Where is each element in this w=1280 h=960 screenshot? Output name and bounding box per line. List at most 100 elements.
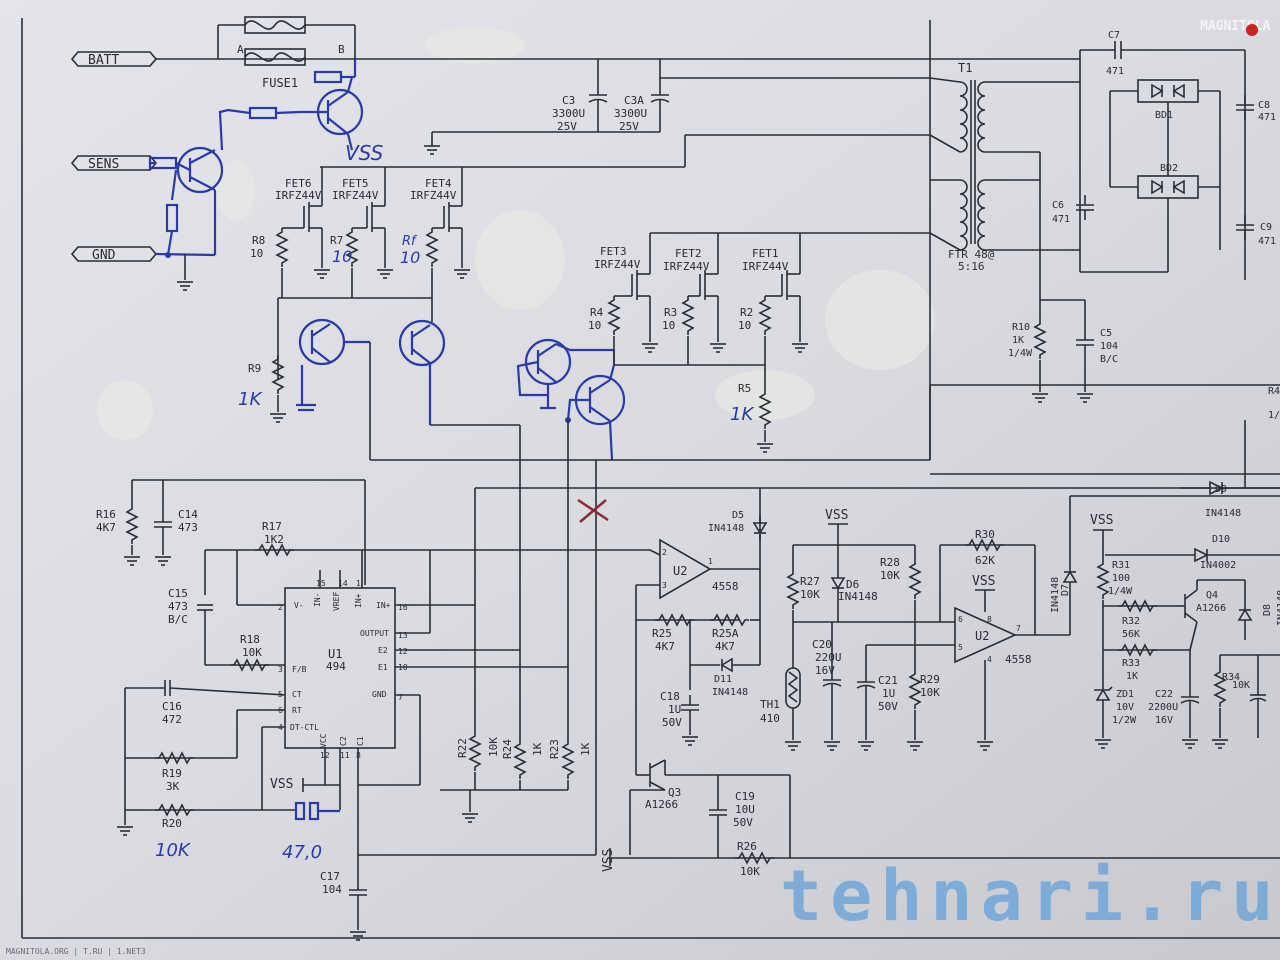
svg-text:C18: C18	[660, 690, 680, 703]
svg-text:RT: RT	[292, 706, 302, 715]
svg-text:C7: C7	[1108, 30, 1120, 41]
cap-c3a: C3A 3300U 25V	[614, 59, 670, 133]
fuse-name: FUSE1	[262, 76, 298, 90]
svg-text:A1266: A1266	[1196, 603, 1226, 614]
cap-c15: C15 473 B/C	[168, 587, 213, 665]
svg-text:13: 13	[398, 631, 408, 640]
resistor-r22: R22 10K	[456, 605, 500, 772]
resistor-r3: R3 10	[662, 295, 694, 365]
cap-c3: C3 3300U 25V	[552, 59, 608, 133]
svg-text:R8: R8	[252, 234, 265, 247]
svg-text:IN4148: IN4148	[712, 687, 748, 698]
svg-text:BD1: BD1	[1155, 110, 1173, 121]
resistor-r26: R26 10K	[734, 840, 775, 878]
svg-text:IN4148: IN4148	[1205, 508, 1241, 519]
svg-text:16V: 16V	[1155, 715, 1173, 726]
edge-label-r: R4	[1268, 386, 1280, 397]
cap-c9: C9 471	[1235, 214, 1276, 247]
transistor-q3: Q3 A1266	[630, 759, 790, 811]
resistor-r10: R10 1K 1/4W	[1008, 319, 1049, 403]
resistor-r25: R25 4K7	[652, 614, 695, 653]
svg-text:50V: 50V	[878, 700, 898, 713]
svg-text:IRFZ44V: IRFZ44V	[663, 260, 710, 273]
resistor-r19: R19 3K	[154, 752, 195, 793]
resistor-r32: R32 56K	[1117, 600, 1158, 640]
cap-c18: C18 1U 50V	[660, 690, 700, 746]
svg-text:4K7: 4K7	[96, 521, 116, 534]
svg-text:1K: 1K	[579, 742, 592, 756]
svg-text:104: 104	[1100, 341, 1118, 352]
svg-text:R29: R29	[920, 673, 940, 686]
svg-text:473: 473	[168, 600, 188, 613]
svg-text:50V: 50V	[662, 716, 682, 729]
svg-text:C2: C2	[339, 736, 348, 746]
svg-text:50V: 50V	[733, 816, 753, 829]
svg-text:1U: 1U	[668, 703, 681, 716]
svg-text:R34: R34	[1222, 672, 1240, 683]
svg-text:VREF: VREF	[332, 592, 341, 611]
svg-text:OUTPUT: OUTPUT	[360, 629, 389, 638]
driver-transistor-1	[296, 318, 370, 412]
svg-text:SENS: SENS	[88, 157, 119, 172]
resistor-r34: R34 10K	[1211, 655, 1250, 749]
svg-text:E1: E1	[378, 663, 388, 672]
svg-text:R32: R32	[1122, 616, 1140, 627]
thermistor-th1: TH1 410	[760, 622, 802, 751]
opamp-u2b: U2 4558 6 5 7 8 4	[954, 606, 1032, 666]
port-sens: SENS	[70, 155, 158, 172]
resistor-r9: R9 1K	[238, 354, 287, 423]
svg-text:1/2W: 1/2W	[1112, 715, 1137, 726]
cap-c20: C20 220U 16V	[812, 622, 842, 751]
svg-text:10K: 10K	[880, 569, 900, 582]
svg-text:R23: R23	[548, 739, 561, 759]
svg-text:471: 471	[1258, 112, 1276, 123]
svg-text:10K: 10K	[1232, 680, 1250, 691]
vss-label-q4: VSS	[1090, 513, 1113, 528]
svg-text:C8: C8	[1258, 100, 1270, 111]
svg-text:U2: U2	[673, 564, 687, 578]
svg-text:5: 5	[958, 643, 963, 652]
svg-text:IRFZ44V: IRFZ44V	[410, 189, 457, 202]
diode-d5: D5 IN4148	[708, 510, 767, 542]
fuse-1a	[218, 16, 355, 34]
svg-text:4K7: 4K7	[715, 640, 735, 653]
svg-text:IN4148: IN4148	[708, 523, 744, 534]
svg-text:IRFZ44V: IRFZ44V	[594, 258, 641, 271]
svg-text:10: 10	[250, 247, 263, 260]
svg-text:D7: D7	[1060, 584, 1071, 596]
svg-text:IN4148: IN4148	[1276, 590, 1280, 626]
svg-text:IRFZ44V: IRFZ44V	[742, 260, 789, 273]
transistor-q4: Q4 A1266	[1175, 579, 1245, 651]
svg-text:D10: D10	[1212, 534, 1230, 545]
svg-text:1/4W: 1/4W	[1108, 586, 1133, 597]
svg-text:1U: 1U	[882, 687, 895, 700]
svg-text:D6: D6	[846, 578, 859, 591]
svg-text:F/B: F/B	[292, 665, 307, 674]
svg-text:R30: R30	[975, 528, 995, 541]
edge-label-pwr: 1/	[1268, 410, 1280, 421]
port-batt: BATT	[70, 51, 158, 68]
svg-text:3: 3	[662, 581, 667, 590]
resistor-r7: R7 10	[330, 227, 359, 298]
svg-text:3: 3	[278, 665, 283, 674]
cap-c7: C7 471	[1106, 30, 1245, 77]
svg-text:A1266: A1266	[645, 798, 678, 811]
svg-text:C3: C3	[562, 94, 575, 107]
svg-text:471: 471	[1052, 214, 1070, 225]
svg-text:220U: 220U	[815, 651, 842, 664]
svg-text:Q4: Q4	[1206, 590, 1218, 601]
hand-vss: VSS	[345, 141, 384, 165]
vss-label-u1: VSS	[270, 777, 293, 792]
svg-text:IRFZ44V: IRFZ44V	[275, 189, 322, 202]
svg-text:D8: D8	[1262, 604, 1273, 616]
svg-text:R22: R22	[456, 738, 469, 758]
cap-c22: C22 2200U 16V	[1148, 688, 1200, 749]
fet2: FET2 IRFZ44V	[663, 247, 719, 313]
svg-text:C5: C5	[1100, 328, 1112, 339]
svg-text:473: 473	[178, 521, 198, 534]
fet3: FET3 IRFZ44V	[594, 245, 651, 313]
driver-transistor-3	[516, 338, 614, 410]
cap-c17: C17 104	[320, 870, 368, 941]
resistor-r17: R17 1K2	[254, 520, 295, 556]
